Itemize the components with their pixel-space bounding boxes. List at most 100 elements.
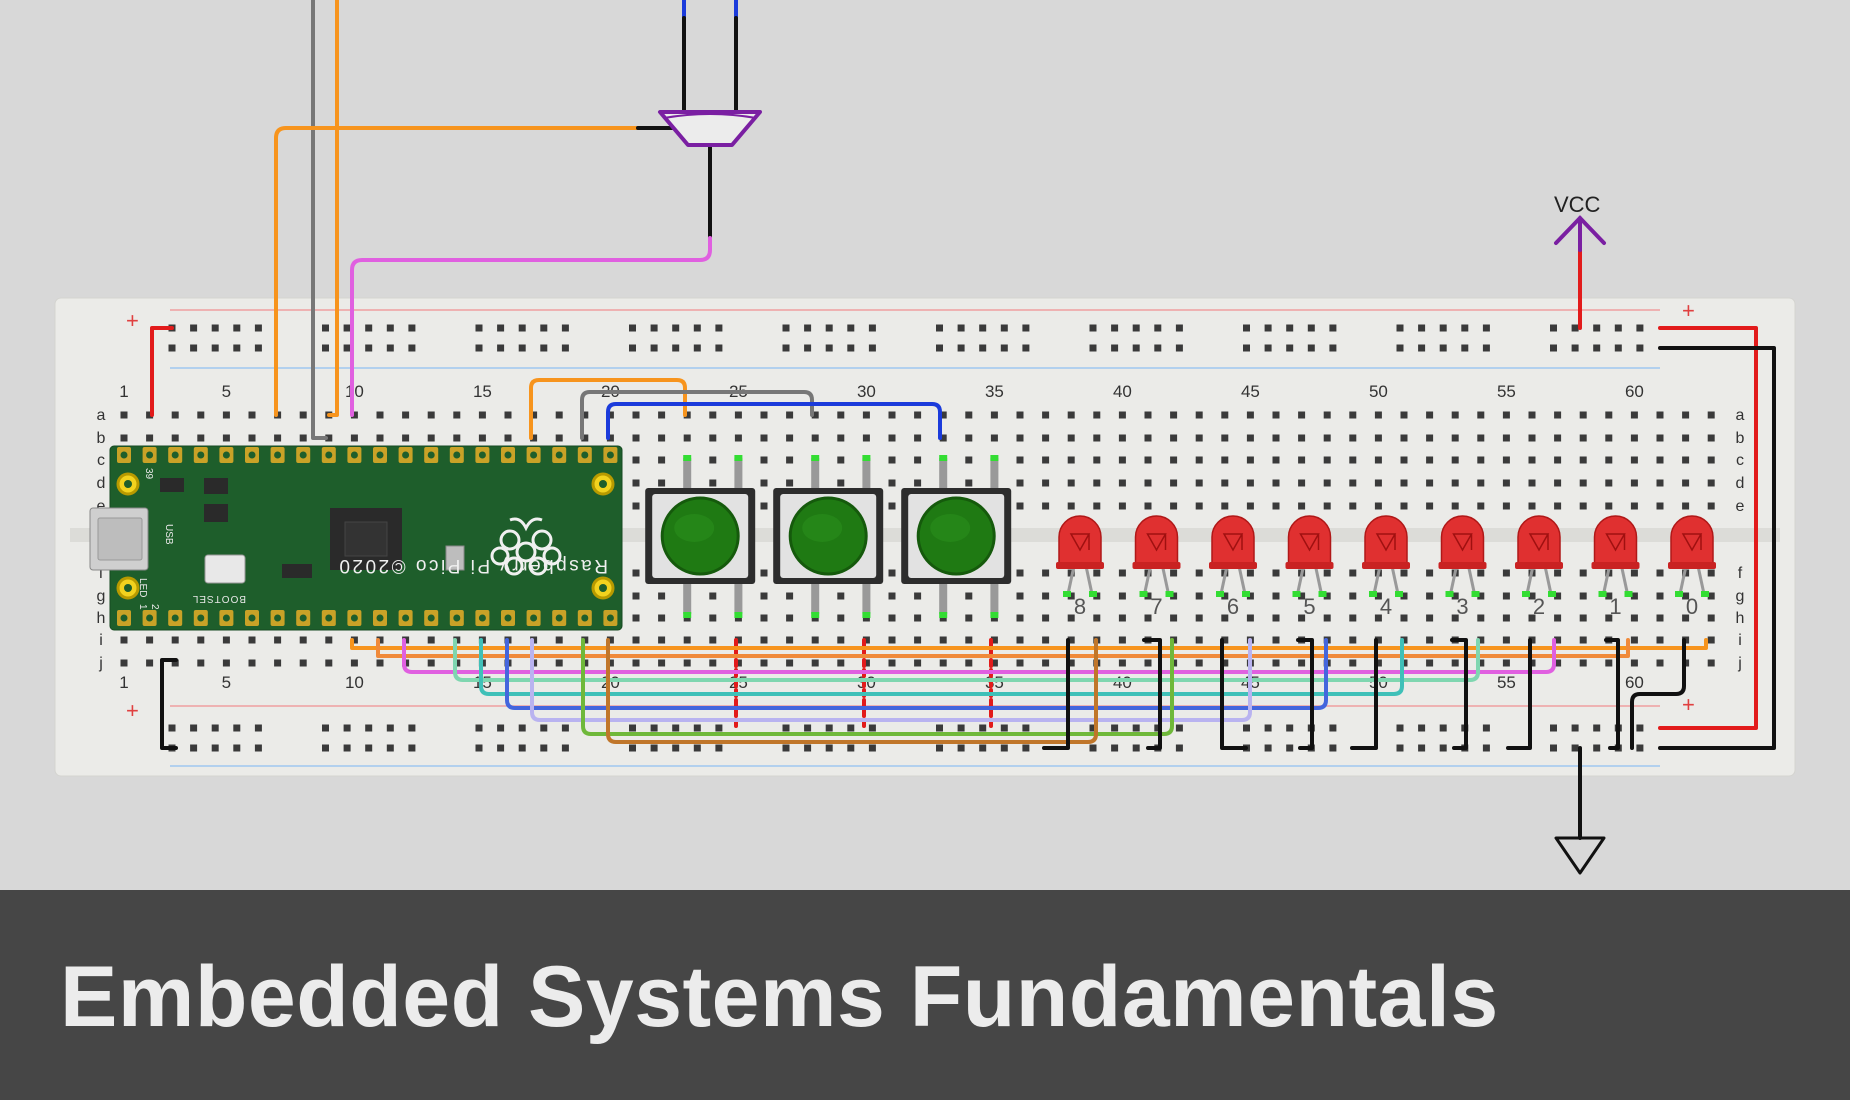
rail-hole: [386, 744, 394, 752]
rail-hole: [540, 344, 548, 352]
hole: [683, 659, 691, 667]
hole: [1298, 659, 1306, 667]
rail-hole: [322, 744, 329, 752]
hole: [1195, 659, 1203, 667]
hole: [1400, 614, 1408, 622]
column-number-top: 45: [1241, 382, 1260, 401]
hole: [1477, 659, 1485, 667]
logic-gate-symbol: [658, 110, 762, 147]
hole: [1272, 479, 1280, 487]
hole: [504, 434, 512, 442]
rail-hole: [804, 744, 812, 752]
rail-hole: [518, 744, 526, 752]
rail-hole: [540, 324, 548, 332]
hole: [1272, 636, 1280, 644]
rail-hole: [1329, 324, 1337, 332]
row-letter-top: c: [1736, 452, 1744, 469]
hole: [1246, 479, 1254, 487]
hole: [1093, 456, 1101, 464]
hole: [1349, 411, 1357, 419]
hole: [1656, 592, 1664, 600]
hole: [1605, 479, 1613, 487]
hole: [965, 659, 973, 667]
hole: [888, 614, 896, 622]
hole: [1656, 614, 1664, 622]
hole: [530, 411, 538, 419]
hole: [939, 659, 947, 667]
pico-usb-label: USB: [163, 524, 174, 545]
led-label: 5: [1303, 594, 1315, 619]
rail-hole: [1089, 744, 1097, 752]
pushbutton-1[interactable]: [645, 455, 756, 618]
rail-hole: [693, 324, 701, 332]
rail-hole: [343, 744, 351, 752]
rail-hole: [233, 344, 241, 352]
pushbutton-3[interactable]: [901, 455, 1012, 618]
hole: [888, 636, 896, 644]
rail-hole: [211, 324, 219, 332]
rail-hole: [190, 744, 198, 752]
hole: [1707, 659, 1715, 667]
hole: [1144, 411, 1152, 419]
hole: [171, 411, 179, 419]
rail-hole: [804, 724, 812, 732]
hole: [1195, 569, 1203, 577]
bootsel-button: [204, 554, 246, 584]
hole: [683, 411, 691, 419]
hole: [1042, 479, 1050, 487]
led-8: 8: [1056, 515, 1104, 619]
hole: [1707, 636, 1715, 644]
hole: [914, 614, 922, 622]
hole: [1554, 411, 1562, 419]
rail-hole: [693, 744, 701, 752]
rail-hole: [497, 744, 505, 752]
rail-hole: [497, 344, 505, 352]
hole: [1042, 592, 1050, 600]
led-label: 4: [1380, 594, 1392, 619]
hole: [1630, 636, 1638, 644]
rail-hole: [1418, 744, 1426, 752]
hole: [760, 434, 768, 442]
rail-hole: [322, 324, 329, 332]
rail-hole: [497, 724, 505, 732]
rail-hole: [518, 724, 526, 732]
hole: [1477, 614, 1485, 622]
hole: [658, 456, 666, 464]
hole: [1323, 614, 1331, 622]
hole: [1016, 636, 1024, 644]
row-letter-top: e: [1736, 498, 1745, 515]
led-label: 8: [1074, 594, 1086, 619]
rail-hole: [343, 724, 351, 732]
rail-hole: [1111, 344, 1119, 352]
rail-hole: [1329, 744, 1337, 752]
rail-hole: [322, 344, 329, 352]
hole: [1554, 456, 1562, 464]
rail-hole: [1307, 344, 1315, 352]
rail-hole: [1593, 744, 1601, 752]
led-4: 4: [1362, 515, 1410, 619]
wire-gpio-brown-orange: [376, 638, 1630, 658]
raspberry-logo-icon: [490, 517, 562, 576]
column-number-top: 50: [1369, 382, 1388, 401]
rail-hole: [1550, 344, 1557, 352]
hole: [453, 434, 461, 442]
rail-hole: [211, 344, 219, 352]
hole: [914, 479, 922, 487]
rail-hole: [254, 324, 262, 332]
rail-hole: [1396, 344, 1404, 352]
rail-hole: [650, 724, 658, 732]
column-number-top: 1: [119, 382, 128, 401]
hole: [1502, 592, 1510, 600]
led-label: 7: [1150, 594, 1162, 619]
hole: [1579, 434, 1587, 442]
hole: [709, 456, 717, 464]
pushbutton-2[interactable]: [773, 455, 884, 618]
rail-hole: [650, 744, 658, 752]
hole: [1400, 502, 1408, 510]
hole: [1093, 502, 1101, 510]
hole: [837, 636, 845, 644]
hole: [786, 411, 794, 419]
hole: [965, 614, 973, 622]
hole: [632, 456, 640, 464]
column-number-bottom: 55: [1497, 673, 1516, 692]
